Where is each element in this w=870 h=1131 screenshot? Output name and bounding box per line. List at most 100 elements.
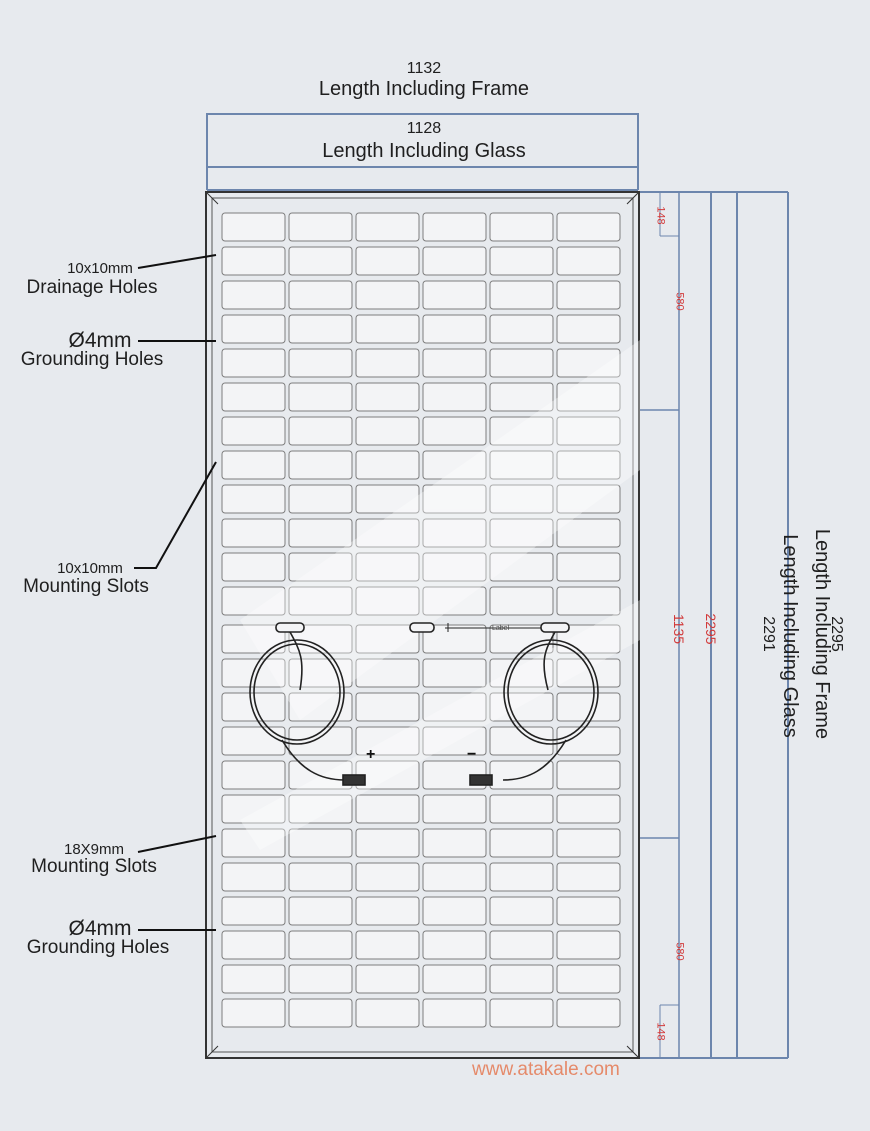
solar-cell — [221, 828, 286, 858]
solar-cell — [556, 348, 621, 378]
solar-cell — [221, 552, 286, 582]
solar-cell — [489, 964, 554, 994]
solar-cell — [556, 280, 621, 310]
solar-cell — [288, 624, 353, 654]
solar-cell — [556, 760, 621, 790]
solar-cell — [355, 692, 420, 722]
solar-cell — [489, 692, 554, 722]
solar-cell — [355, 246, 420, 276]
minus-symbol: − — [467, 746, 476, 763]
glass-width-box — [206, 113, 639, 168]
cell-grid — [221, 212, 621, 1028]
frame-width-label: Length Including Frame — [318, 78, 530, 100]
solar-cell — [489, 552, 554, 582]
junction-cables — [249, 622, 599, 786]
solar-cell — [221, 624, 286, 654]
solar-cell — [422, 828, 487, 858]
solar-cell — [489, 450, 554, 480]
solar-cell — [288, 794, 353, 824]
solar-cell — [556, 314, 621, 344]
solar-cell — [556, 828, 621, 858]
solar-cell — [288, 416, 353, 446]
dim-top-offset: 148 — [654, 206, 667, 225]
solar-cell — [489, 518, 554, 548]
callout-leaders — [134, 254, 217, 931]
solar-cell — [288, 658, 353, 688]
junction-box-middle — [409, 622, 435, 633]
solar-cell — [422, 964, 487, 994]
solar-cell — [422, 586, 487, 616]
solar-cell — [489, 896, 554, 926]
solar-cell — [288, 212, 353, 242]
solar-cell — [355, 828, 420, 858]
solar-cell — [489, 246, 554, 276]
solar-cell — [556, 518, 621, 548]
solar-cell — [355, 658, 420, 688]
leader-mounting-18x9 — [137, 835, 217, 853]
solar-cell — [489, 726, 554, 756]
solar-cell — [221, 760, 286, 790]
solar-cell — [288, 896, 353, 926]
solar-cell — [422, 692, 487, 722]
solar-cell — [288, 450, 353, 480]
solar-cell — [355, 998, 420, 1028]
solar-cell — [556, 862, 621, 892]
solar-cell — [489, 348, 554, 378]
solar-cell — [422, 382, 487, 412]
solar-cell — [422, 726, 487, 756]
solar-cell — [355, 416, 420, 446]
callout-grounding-bottom-size: Ø4mm — [68, 917, 132, 940]
connector-positive — [342, 774, 366, 786]
solar-cell — [489, 212, 554, 242]
callout-drainage-size: 10x10mm — [67, 260, 133, 277]
solar-cell — [221, 450, 286, 480]
solar-cell — [221, 998, 286, 1028]
callout-mounting-size: 10x10mm — [57, 560, 123, 577]
solar-cell — [221, 862, 286, 892]
solar-cell — [489, 998, 554, 1028]
solar-cell — [556, 586, 621, 616]
callout-grounding-top-desc: Grounding Holes — [20, 349, 164, 370]
solar-cell — [489, 586, 554, 616]
solar-cell — [355, 484, 420, 514]
glass-length-value: 2291 — [760, 616, 777, 652]
solar-cell — [489, 382, 554, 412]
solar-cell — [422, 212, 487, 242]
callout-mounting-18x9-size: 18X9mm — [63, 841, 125, 858]
plus-symbol: + — [366, 746, 375, 763]
solar-cell — [355, 586, 420, 616]
solar-cell — [489, 484, 554, 514]
solar-cell — [288, 964, 353, 994]
solar-cell — [489, 314, 554, 344]
solar-cell — [556, 212, 621, 242]
solar-cell — [355, 930, 420, 960]
solar-cell — [221, 246, 286, 276]
panel-frame — [205, 191, 640, 1059]
solar-cell — [288, 930, 353, 960]
callout-grounding-bottom-desc: Grounding Holes — [26, 937, 170, 958]
solar-cell — [422, 518, 487, 548]
solar-cell — [221, 382, 286, 412]
solar-cell — [221, 930, 286, 960]
solar-cell — [556, 382, 621, 412]
solar-cell — [355, 896, 420, 926]
solar-cell — [355, 212, 420, 242]
solar-cell — [422, 280, 487, 310]
solar-cell — [288, 382, 353, 412]
callout-mounting-18x9-desc: Mounting Slots — [31, 856, 157, 877]
solar-cell — [288, 552, 353, 582]
solar-cell — [355, 280, 420, 310]
solar-cell — [556, 896, 621, 926]
solar-cell — [288, 726, 353, 756]
solar-cell — [288, 314, 353, 344]
solar-cell — [489, 280, 554, 310]
solar-cell — [221, 484, 286, 514]
dim-bottom-span: 580 — [673, 942, 686, 961]
solar-cell — [355, 862, 420, 892]
solar-cell — [556, 484, 621, 514]
solar-cell — [355, 552, 420, 582]
solar-cell — [355, 518, 420, 548]
solar-cell — [556, 416, 621, 446]
glass-length-label: Length Including Glass — [779, 534, 801, 738]
solar-cell — [422, 930, 487, 960]
